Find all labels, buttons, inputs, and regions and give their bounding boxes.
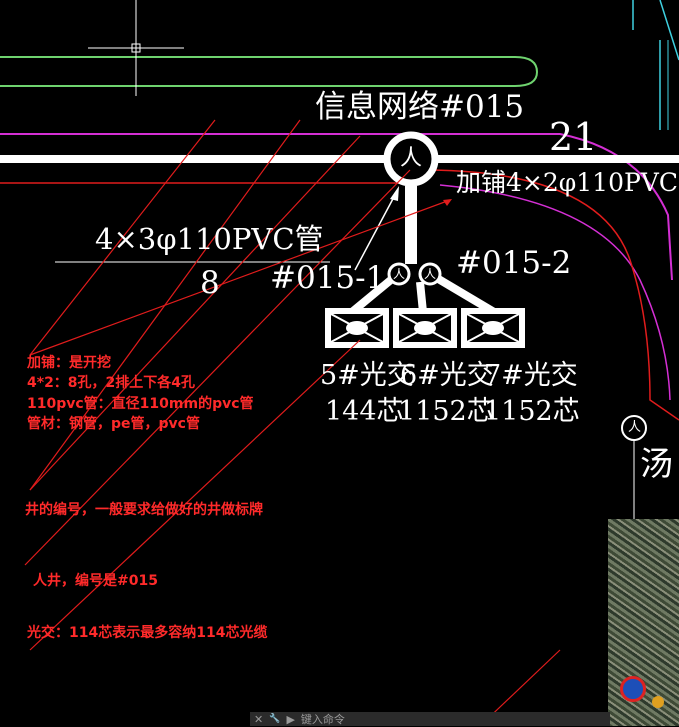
leader-extra — [29, 119, 216, 356]
note-line-2: 4*2：8孔，2排上下各4孔 — [27, 375, 196, 392]
cabinet-5-cores: 144芯 — [325, 396, 404, 427]
existing-pipe-label: 4×3φ110PVC管 — [95, 222, 324, 256]
sub-manhole-2-glyph: 人 — [424, 267, 437, 281]
sub-manhole-2-icon — [418, 262, 442, 286]
leader-well-number — [29, 135, 361, 491]
sub-manhole-1-glyph: 人 — [393, 267, 406, 281]
sub-well-1-label: #015-1 — [270, 260, 386, 296]
note-cabinet: 光交：114芯表示最多容纳114芯光缆 — [27, 625, 268, 641]
note-well-number: 井的编号，一般要求给做好的井做标牌 — [25, 502, 263, 518]
cyan-line-2 — [659, 0, 679, 61]
leader-manhole — [24, 169, 411, 566]
branch-to-cabinet-6 — [416, 281, 427, 313]
road-main — [0, 155, 679, 163]
cabinet-7-icon — [461, 308, 525, 348]
magenta-curve-lower — [439, 184, 671, 401]
main-well-label: 信息网络#015 — [315, 89, 525, 125]
cursor-crosshair-icon — [88, 0, 184, 96]
prompt-icon[interactable]: ▶ — [286, 712, 295, 726]
red-curve — [429, 169, 679, 421]
leader-arrowhead-icon — [390, 186, 399, 201]
green-road-outline — [0, 56, 539, 87]
leader-arrowhead-pipe-icon — [443, 199, 452, 206]
note-line-4: 管材：钢管，pe管，pvc管 — [27, 415, 200, 432]
branch-pipe — [405, 186, 417, 264]
segment-21-label: 21 — [549, 115, 598, 159]
note-line-1: 加铺：是开挖 — [27, 355, 111, 371]
leader-cabinet — [29, 339, 361, 651]
notes-block: 加铺：是开挖 4*2：8孔，2排上下各4孔 110pvc管：直径110mm的pv… — [27, 353, 254, 434]
cabinet-7-cores: 1152芯 — [484, 396, 580, 427]
cabinet-5-icon — [325, 308, 389, 348]
cabinet-6-cores: 1152芯 — [398, 396, 494, 427]
wrench-icon[interactable]: 🔧 — [269, 714, 281, 724]
close-icon[interactable]: ✕ — [254, 712, 264, 726]
sub-well-2-label: #015-2 — [456, 245, 572, 281]
command-bar: ✕ 🔧 ▶ 键入命令 — [250, 712, 610, 726]
leader-pipe-notes — [29, 119, 301, 491]
note-manhole: 人井，编号是#015 — [33, 573, 158, 589]
added-pipe-label: 加铺4×2φ110PVC管 — [456, 168, 679, 197]
branch-to-cabinet-7 — [427, 270, 497, 316]
main-manhole-glyph: 人 — [400, 146, 423, 171]
right-manhole-glyph: 人 — [628, 420, 642, 435]
partial-street-label: 汤 — [640, 444, 673, 483]
note-line-3: 110pvc管：直径110mm的pvc管 — [27, 395, 254, 412]
sub-manhole-1-icon — [387, 262, 411, 286]
leader-notes-to-pipe — [29, 199, 451, 356]
no-parking-sign-icon — [620, 676, 646, 702]
command-input[interactable]: 键入命令 — [300, 713, 345, 726]
cabinet-6-icon — [393, 308, 457, 348]
cabinet-6-label: 6#光交 — [400, 360, 494, 391]
leader-arrow — [354, 194, 396, 271]
main-manhole-icon — [383, 131, 439, 187]
cabinet-5-label: 5#光交 — [320, 360, 414, 391]
photo-marker-icon — [652, 696, 664, 708]
cabinet-7-label: 7#光交 — [484, 360, 578, 391]
segment-8-label: 8 — [200, 265, 220, 301]
